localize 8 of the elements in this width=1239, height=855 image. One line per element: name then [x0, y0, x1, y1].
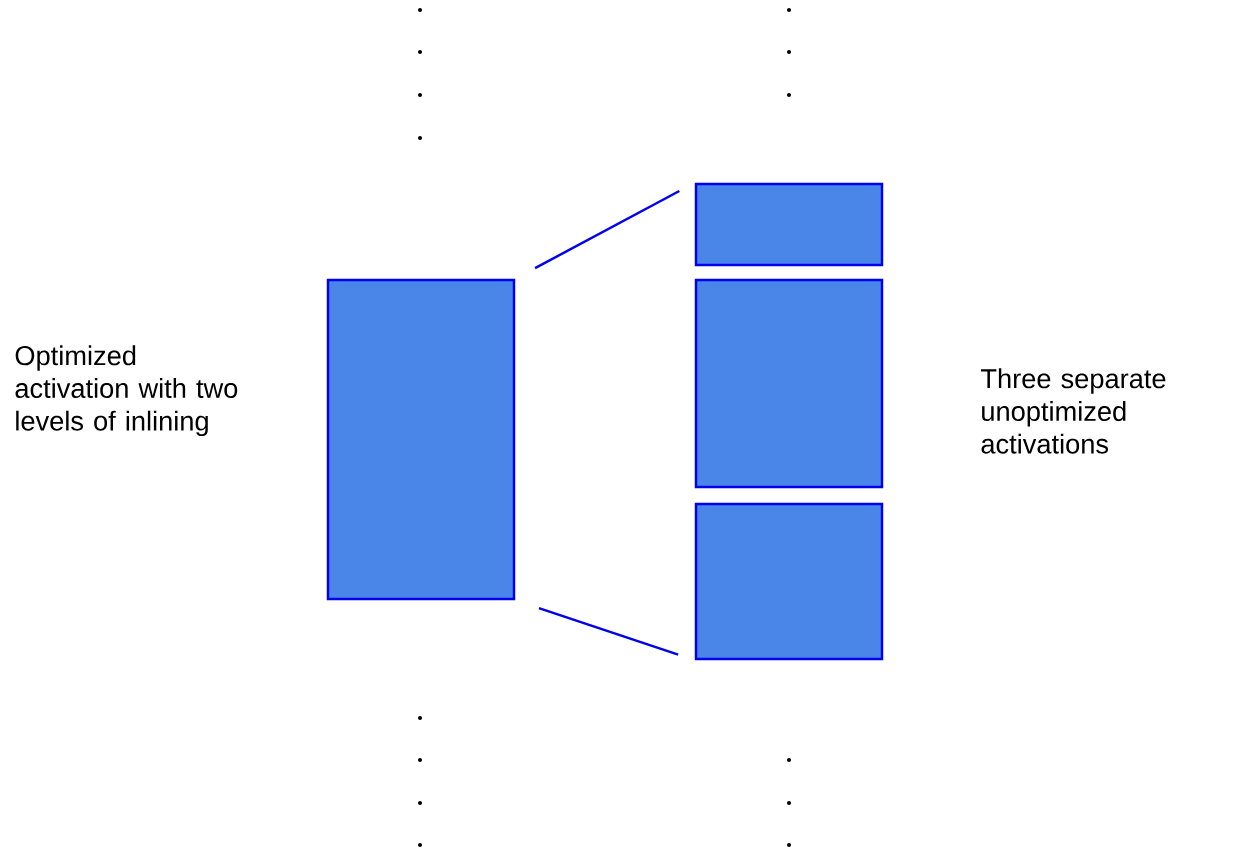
connector-line	[534, 189, 680, 270]
activation-box	[694, 502, 884, 661]
activation-box	[694, 182, 884, 267]
activation-box	[326, 278, 516, 601]
caption-text: Optimized activation with two levels of inlining	[15, 345, 238, 437]
caption-text: Three separate unoptimized activations	[980, 368, 1166, 454]
activation-box	[694, 278, 884, 489]
connector-line	[538, 606, 679, 656]
